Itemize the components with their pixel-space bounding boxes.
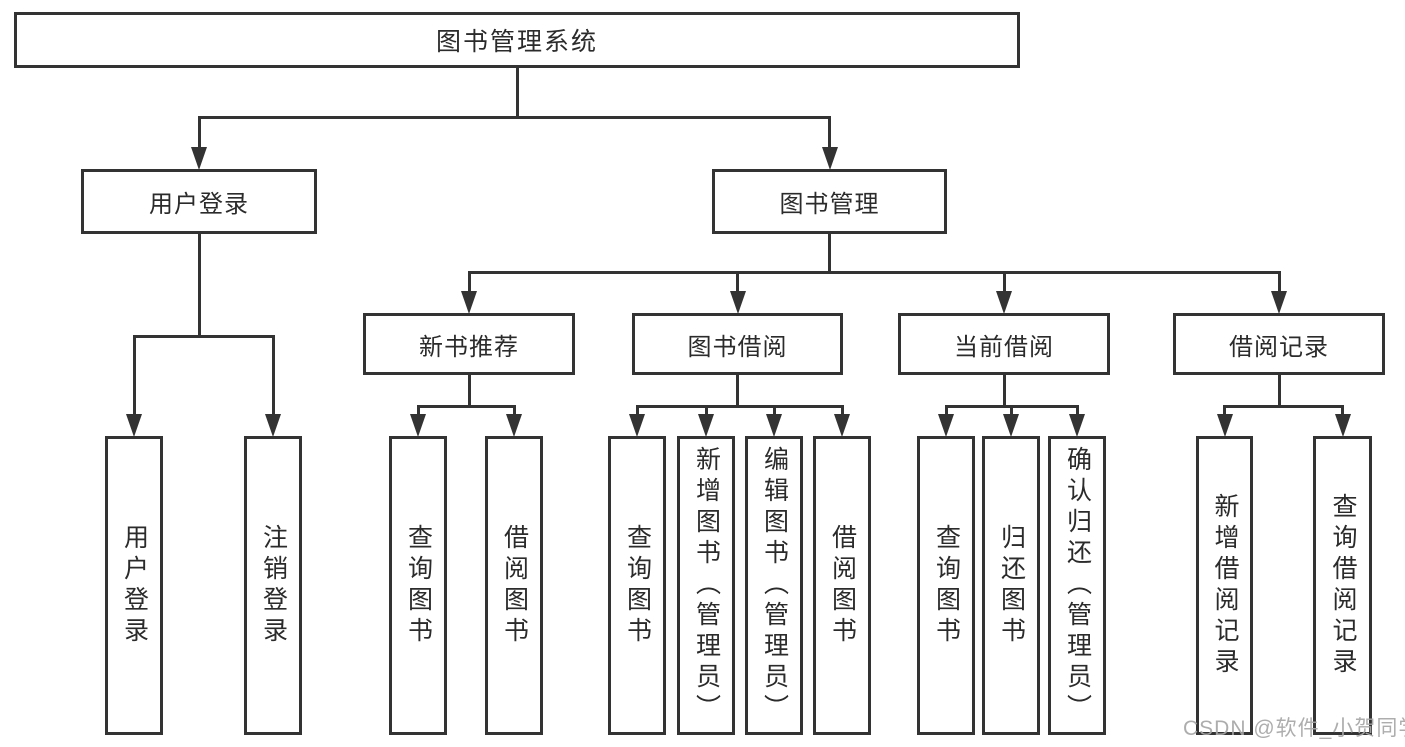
node-label: 图书管理 [779,191,880,218]
node-label: 用户登录 [120,523,149,648]
node-leaf-query-books-3: 查询图书 [917,436,975,735]
node-label: 用户登录 [149,191,249,218]
arrowhead-down [1334,414,1351,437]
connector-line [416,404,516,408]
node-leaf-add-books-admin: 新增图书（管理员） [677,436,735,735]
connector-line [1277,375,1281,408]
arrowhead-down [821,147,838,170]
arrowhead-down [1003,414,1019,437]
node-leaf-borrow-books-1: 借阅图书 [485,436,543,735]
arrowhead-down [996,291,1012,314]
node-label: 当前借阅 [954,333,1054,361]
connector-line [467,375,471,408]
node-borrowing-records: 借阅记录 [1173,313,1385,375]
node-label: 确认归还（管理员） [1063,446,1092,725]
node-book-management: 图书管理 [712,169,947,234]
arrowhead-down [461,291,477,314]
node-label: 查询图书 [932,523,961,648]
connector-line [828,234,831,274]
connector-line [197,115,831,119]
node-label: 新增借阅记录 [1211,492,1239,679]
node-label: 编辑图书（管理员） [760,446,789,725]
node-leaf-edit-books-admin: 编辑图书（管理员） [745,436,803,735]
arrowhead-down [766,414,782,437]
watermark: CSDN @软件_小贺同学 [1183,717,1405,740]
connector-line [271,336,275,430]
arrowhead-down [265,414,281,437]
node-label: 图书借阅 [687,333,788,361]
node-label: 新增图书（管理员） [692,446,721,725]
arrowhead-down [729,291,746,314]
arrowhead-down [698,414,714,437]
connector-line [736,272,739,307]
arrowhead-down [1271,291,1287,314]
node-leaf-logout: 注销登录 [244,436,302,735]
arrowhead-down [938,414,954,437]
connector-line [197,117,201,163]
node-user-login: 用户登录 [81,169,317,234]
arrowhead-down [191,147,207,170]
node-leaf-add-borrow-record: 新增借阅记录 [1196,436,1253,735]
connector-line [132,334,275,338]
arrowhead-down [1216,414,1233,437]
connector-line [635,404,844,408]
node-label: 归还图书 [997,523,1026,648]
node-leaf-borrow-books-2: 借阅图书 [813,436,871,735]
arrowhead-down [1069,414,1085,437]
node-leaf-return-books: 归还图书 [982,436,1040,735]
node-leaf-query-borrow-record: 查询借阅记录 [1313,436,1372,735]
node-leaf-confirm-return-admin: 确认归还（管理员） [1048,436,1106,735]
node-label: 注销登录 [259,523,288,648]
node-leaf-query-books-1: 查询图书 [389,436,447,735]
connector-line [515,68,519,119]
node-leaf-query-books-2: 查询图书 [608,436,666,735]
node-label: 借阅图书 [500,523,529,648]
node-label: 查询图书 [623,523,652,648]
arrowhead-down [410,414,426,437]
node-new-book-recommend: 新书推荐 [363,313,575,375]
connector-line [1277,272,1281,307]
connector-line [1223,404,1344,408]
node-current-borrowing: 当前借阅 [898,313,1110,375]
arrowhead-down [629,414,645,437]
connector-line [1002,272,1006,307]
connector-line [132,336,136,430]
node-label: 查询借阅记录 [1329,492,1357,679]
connector-line [828,117,831,163]
node-label: 借阅记录 [1229,333,1329,361]
connector-line [197,234,201,338]
node-label: 新书推荐 [419,333,519,361]
node-label: 查询图书 [404,523,433,648]
arrowhead-down [506,414,522,437]
connector-line [467,272,471,307]
connector-line [1002,375,1006,408]
node-label: 借阅图书 [828,523,857,648]
node-label: 图书管理系统 [435,28,598,56]
connector-line [736,375,739,408]
connector-line [467,270,1281,274]
node-leaf-user-login: 用户登录 [105,436,163,735]
arrowhead-down [126,414,142,437]
node-book-borrowing: 图书借阅 [632,313,843,375]
node-library-management-system: 图书管理系统 [14,12,1020,68]
arrowhead-down [834,414,850,437]
